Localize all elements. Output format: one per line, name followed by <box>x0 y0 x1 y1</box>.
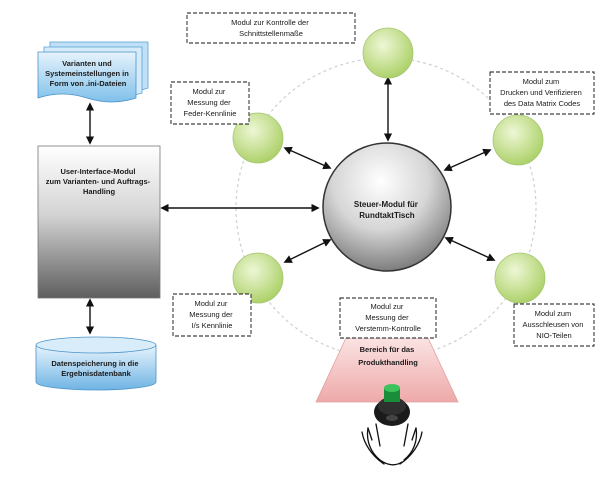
station-node-iskennlinie <box>232 252 284 304</box>
handling-area-label: Bereich für das Produkthandling <box>358 345 418 367</box>
label-datamatrix: Modul zum Drucken und Verifizieren des D… <box>500 77 584 108</box>
result-database: Datenspeicherung in die Ergebnisdatenban… <box>35 336 157 391</box>
config-files-label: Varianten und Systemeinstellungen in For… <box>45 59 131 88</box>
station-node-datamatrix <box>492 114 544 166</box>
station-node-feder <box>232 112 284 164</box>
arrow-center-nio <box>444 236 496 262</box>
ui-module-label: User-Interface-Modul zum Varianten- und … <box>46 167 152 196</box>
control-module: Steuer-Modul für RundtaktTisch <box>322 142 452 272</box>
arrow-center-datamatrix <box>443 148 492 172</box>
label-verstemm: Modul zur Messung der Verstemm-Kontrolle <box>355 302 421 333</box>
label-box-verstemm: Modul zur Messung der Verstemm-Kontrolle <box>339 297 437 339</box>
arrow-center-feder <box>283 146 332 170</box>
label-box-nio: Modul zum Ausschleusen von NIO-Teilen <box>513 303 595 347</box>
station-node-top <box>362 27 414 79</box>
config-files-stack: Varianten und Systemeinstellungen in For… <box>37 41 149 103</box>
label-box-feder: Modul zur Messung der Feder-Kennlinie <box>170 81 250 125</box>
label-box-schnittstellen: Modul zur Kontrolle der Schnittstellenma… <box>186 12 356 44</box>
label-box-iskennlinie: Modul zur Messung der I/s Kennlinie <box>172 293 252 337</box>
database-label: Datenspeicherung in die Ergebnisdatenban… <box>51 359 140 378</box>
connector-arrows <box>85 76 496 335</box>
product-sensor-icon <box>374 384 410 426</box>
label-nio: Modul zum Ausschleusen von NIO-Teilen <box>523 309 586 340</box>
ui-module-box: User-Interface-Modul zum Varianten- und … <box>37 145 161 299</box>
label-iskennlinie: Modul zur Messung der I/s Kennlinie <box>189 299 234 330</box>
hands-icon <box>361 423 423 466</box>
label-feder: Modul zur Messung der Feder-Kennlinie <box>184 87 237 118</box>
station-node-nio <box>494 252 546 304</box>
label-schnittstellen: Modul zur Kontrolle der Schnittstellenma… <box>231 18 311 38</box>
label-box-datamatrix: Modul zum Drucken und Verifizieren des D… <box>489 71 595 115</box>
arrow-center-iskennlinie <box>283 239 332 263</box>
control-module-label: Steuer-Modul für RundtaktTisch <box>354 200 420 220</box>
